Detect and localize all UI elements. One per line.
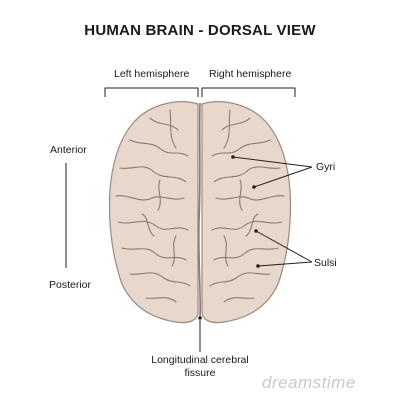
watermark: dreamstime — [262, 373, 356, 392]
right-hemisphere-label: Right hemisphere — [209, 68, 292, 80]
title: HUMAN BRAIN - DORSAL VIEW — [84, 22, 316, 39]
right-hemisphere — [201, 101, 292, 324]
left-sulci — [115, 109, 191, 303]
right-sulci — [209, 109, 285, 303]
longitudinal-fissure — [198, 102, 201, 319]
gyri-pointer-upper — [232, 156, 313, 168]
fissure-label: Longitudinal cerebral fissure — [130, 354, 270, 380]
sulsi-marker-lower — [256, 264, 260, 268]
right-hemisphere-bracket — [201, 87, 296, 97]
anterior-label: Anterior — [50, 144, 87, 156]
fissure-marker — [198, 316, 202, 320]
sulsi-marker-upper — [254, 229, 258, 233]
gyri-marker-lower — [252, 185, 256, 189]
sulsi-pointer-lower — [257, 261, 313, 267]
left-hemisphere-label: Left hemisphere — [114, 68, 190, 80]
gyri-marker-upper — [231, 155, 235, 159]
left-hemisphere — [108, 101, 199, 324]
gyri-label: Gyri — [316, 161, 336, 173]
sulsi-label: Sulsi — [314, 257, 337, 269]
gyri-pointer-lower — [253, 166, 313, 188]
posterior-label: Posterior — [49, 279, 92, 291]
sulsi-pointer-upper — [255, 230, 313, 263]
fissure-label-line1: Longitudinal cerebral — [151, 354, 249, 366]
left-hemisphere-bracket — [104, 87, 199, 97]
fissure-label-line2: fissure — [184, 367, 216, 379]
